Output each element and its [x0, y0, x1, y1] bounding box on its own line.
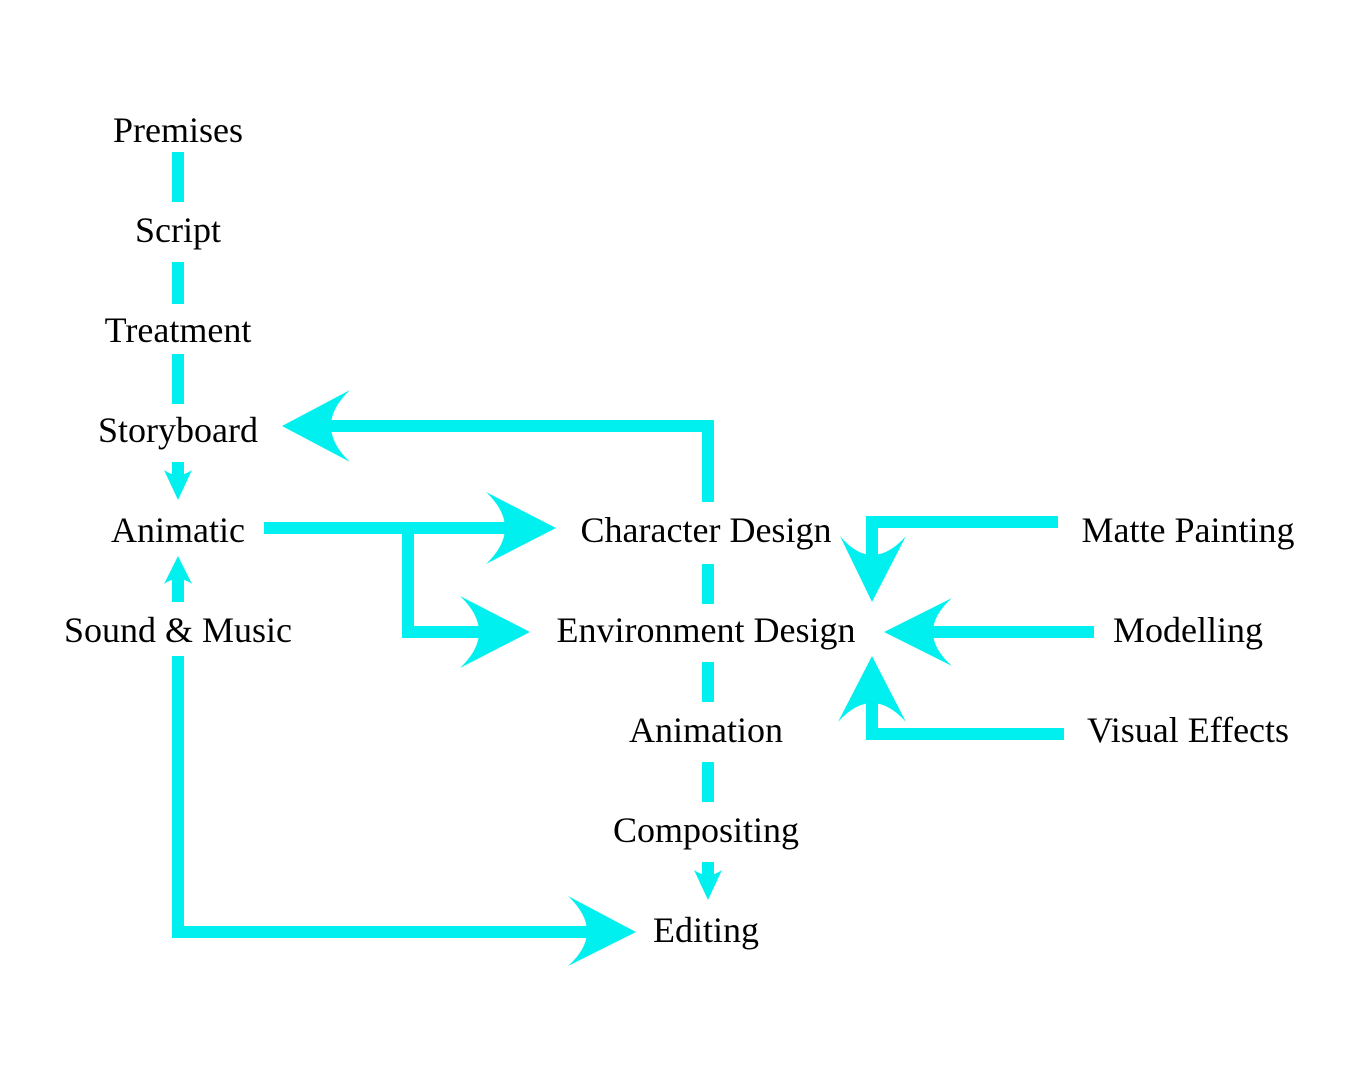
edge-character-storyboard	[310, 420, 714, 502]
node-visual-effects: Visual Effects	[1087, 710, 1289, 750]
node-compositing: Compositing	[613, 810, 799, 850]
arrowhead-animatic-character	[486, 492, 556, 564]
edge-matte-environment	[866, 516, 1058, 576]
node-sound-music: Sound & Music	[64, 610, 292, 650]
connector-layer	[164, 152, 1094, 966]
node-modelling: Modelling	[1113, 610, 1263, 650]
arrowhead-character-storyboard	[282, 390, 350, 462]
node-editing: Editing	[653, 910, 759, 950]
arrowhead-matte-environment	[840, 536, 906, 602]
node-script: Script	[135, 210, 221, 250]
node-storyboard: Storyboard	[98, 410, 258, 450]
edge-animatic-environment	[402, 528, 500, 638]
node-character-design: Character Design	[581, 510, 832, 550]
arrowhead-animatic-environment	[460, 596, 530, 668]
arrowhead-modelling-environment	[884, 598, 952, 666]
node-environment-design: Environment Design	[557, 610, 856, 650]
arrowhead-sound-animatic	[164, 556, 192, 584]
node-treatment: Treatment	[105, 310, 252, 350]
arrowhead-vfx-environment	[838, 656, 906, 722]
edge-sound-editing	[172, 656, 610, 938]
node-labels: Premises Script Treatment Storyboard Ani…	[64, 110, 1295, 950]
node-premises: Premises	[113, 110, 243, 150]
node-animatic: Animatic	[111, 510, 245, 550]
arrowhead-sound-editing	[568, 896, 636, 966]
edge-vfx-environment	[866, 684, 1064, 740]
node-matte-painting: Matte Painting	[1082, 510, 1295, 550]
arrowhead-storyboard-animatic	[164, 470, 192, 500]
arrowhead-compositing-editing	[694, 870, 722, 900]
node-animation: Animation	[629, 710, 783, 750]
